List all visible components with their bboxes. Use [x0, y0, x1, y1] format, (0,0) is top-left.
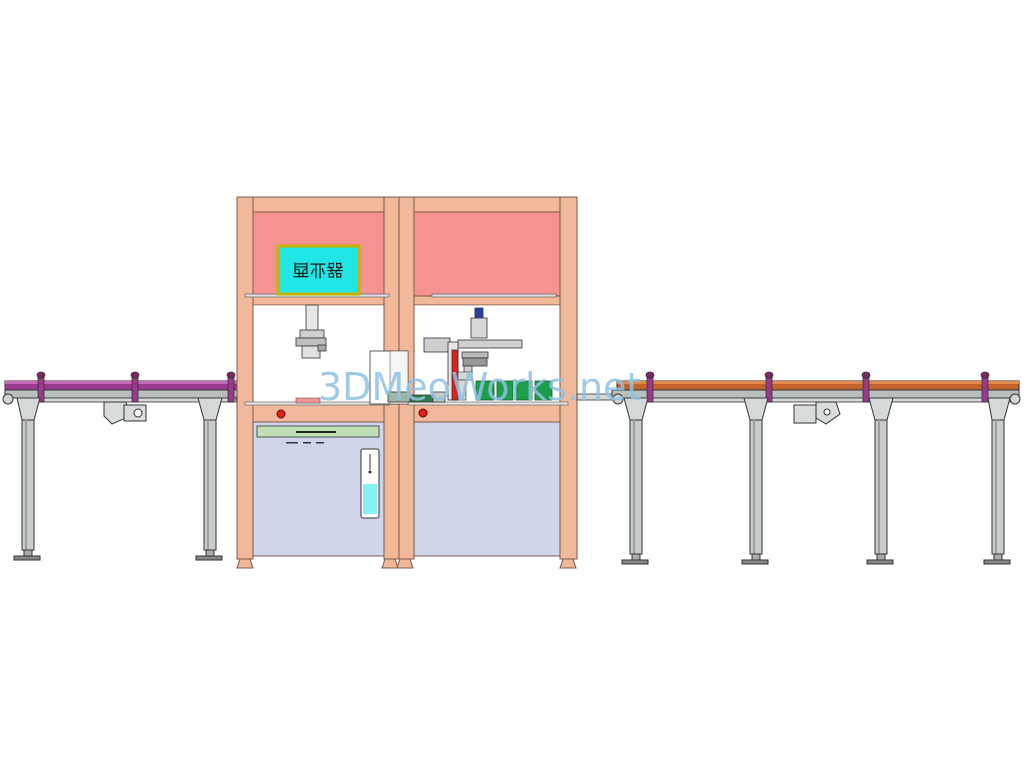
left-end-roller — [2, 393, 14, 405]
right-small-parts — [457, 371, 473, 401]
machine-frame — [236, 196, 578, 569]
right-conveyor-lower-rail — [624, 397, 1016, 403]
right-conveyor — [576, 371, 1021, 565]
left-conveyor-knobs — [36, 371, 236, 379]
right-conveyor-knobs — [645, 371, 990, 379]
watermark-text: 3DMeoWorks.net — [318, 365, 641, 409]
left-motor — [103, 401, 147, 425]
green-parts-tray — [475, 380, 553, 401]
left-conveyor — [2, 371, 247, 561]
sign-text: 器业酉 — [293, 259, 344, 279]
left-conveyor-legs — [13, 397, 223, 561]
right-conveyor-rail — [611, 389, 1020, 399]
left-press-unit — [295, 304, 327, 359]
gantry-robot — [423, 307, 523, 401]
right-conveyor-belt-top — [617, 381, 1019, 384]
shelf-right — [431, 293, 557, 298]
lower-panel-right — [413, 421, 561, 557]
button-row — [286, 442, 324, 444]
left-table-fixture — [295, 397, 321, 404]
gauge-window — [360, 448, 380, 519]
top-panel-right — [413, 211, 561, 297]
frame-feet — [236, 558, 577, 569]
right-conveyor-legs — [621, 397, 1011, 565]
sign-board: 器业酉 — [276, 244, 361, 296]
left-conveyor-belt-top — [5, 381, 245, 384]
right-motor — [793, 401, 841, 425]
right-start-roller — [612, 393, 624, 405]
right-end-roller — [1009, 393, 1021, 405]
control-panel-left — [256, 409, 380, 519]
red-indicator-lamp-left — [276, 409, 286, 419]
red-indicator-lamp-right — [418, 408, 428, 418]
frame-post-left — [236, 196, 254, 560]
center-conveyor-junction — [387, 391, 446, 403]
